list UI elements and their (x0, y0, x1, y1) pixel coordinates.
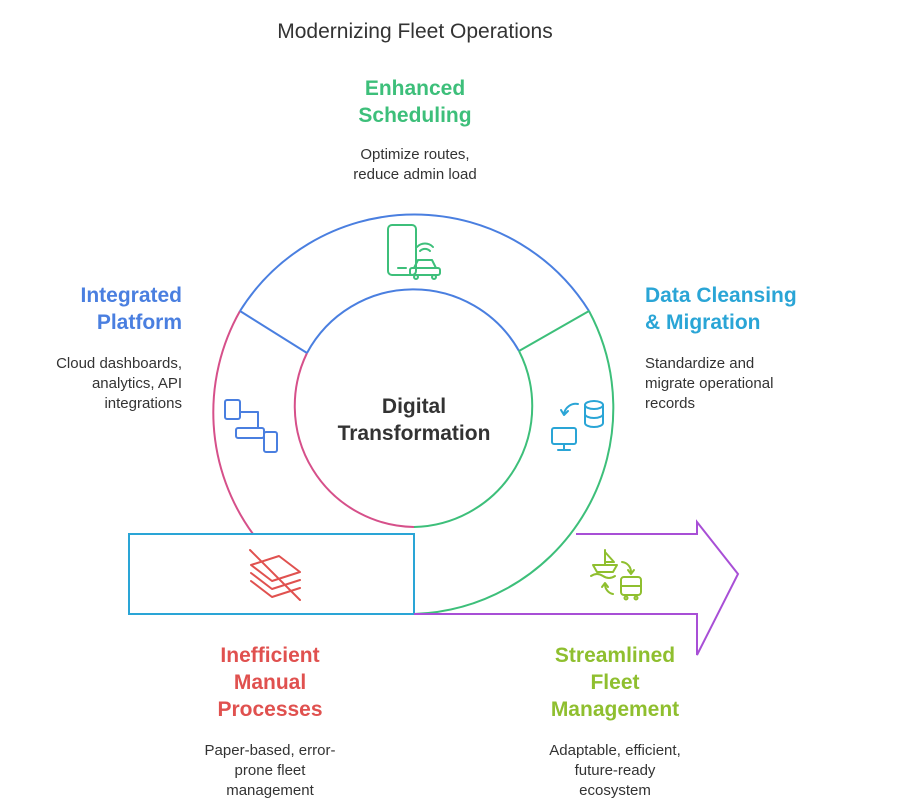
manual-processes-box (128, 533, 415, 615)
stage-scheduling: Enhanced Scheduling Optimize routes, red… (290, 75, 540, 185)
streamlined-heading-line3: Management (550, 698, 680, 721)
cleansing-heading-line1: Data Cleansing (645, 284, 797, 307)
center-line1: Digital (381, 395, 447, 418)
center-label: Digital Transformation (314, 393, 514, 447)
platform-heading-line1: Integrated (80, 284, 182, 307)
streamlined-heading-line1: Streamlined (554, 644, 676, 667)
center-line2: Transformation (337, 422, 491, 445)
divider-left (239, 310, 308, 354)
inner-arc-top (306, 288, 520, 354)
manual-heading-line2: Manual (233, 671, 307, 694)
streamlined-desc-line1: Adaptable, efficient, (549, 742, 681, 759)
stage-streamlined: Streamlined Fleet Management Adaptable, … (505, 642, 725, 801)
stage-platform: Integrated Platform Cloud dashboards, an… (22, 282, 182, 414)
ship-bus-icon (590, 549, 642, 601)
scheduling-desc: Optimize routes, reduce admin load (290, 145, 540, 185)
manual-desc: Paper-based, error- prone fleet manageme… (160, 741, 380, 801)
scheduling-heading-line1: Enhanced (364, 77, 466, 100)
ring-arc-cleansing (413, 310, 615, 615)
platform-desc-line3: integrations (104, 395, 182, 412)
manual-heading-line1: Inefficient (220, 644, 320, 667)
streamlined-heading: Streamlined Fleet Management (505, 642, 725, 723)
scheduling-desc-line1: Optimize routes, (360, 146, 470, 163)
stage-manual: Inefficient Manual Processes Paper-based… (160, 642, 380, 801)
scheduling-heading-line2: Scheduling (358, 104, 472, 127)
platform-desc: Cloud dashboards, analytics, API integra… (22, 354, 182, 414)
streamlined-heading-line2: Fleet (590, 671, 640, 694)
cleansing-desc: Standardize and migrate operational reco… (645, 354, 885, 414)
cleansing-desc-line3: records (645, 395, 696, 412)
ring-arc-platform-scheduling (239, 213, 590, 312)
streamlined-desc-line2: future-ready (574, 762, 656, 779)
manual-desc-line1: Paper-based, error- (204, 742, 336, 759)
platform-heading-line2: Platform (96, 311, 182, 334)
platform-desc-line2: analytics, API (91, 375, 182, 392)
manual-desc-line3: management (226, 782, 314, 799)
inner-arc-right (413, 350, 534, 528)
manual-heading: Inefficient Manual Processes (160, 642, 380, 723)
stage-cleansing: Data Cleansing & Migration Standardize a… (645, 282, 885, 414)
platform-desc-line1: Cloud dashboards, (56, 355, 182, 372)
cleansing-heading-line2: & Migration (645, 311, 761, 334)
inner-arc-left (293, 352, 415, 528)
crossed-paper-icon (249, 549, 301, 601)
ring-arc-platform (212, 310, 254, 535)
streamlined-arrow (414, 519, 740, 656)
devices-icon (224, 399, 278, 453)
cleansing-desc-line2: migrate operational (645, 375, 774, 392)
divider-right (518, 310, 590, 352)
manual-desc-line2: prone fleet (234, 762, 306, 779)
page-title: Modernizing Fleet Operations (277, 20, 553, 43)
streamlined-desc: Adaptable, efficient, future-ready ecosy… (505, 741, 725, 801)
scheduling-heading: Enhanced Scheduling (290, 75, 540, 129)
cleansing-heading: Data Cleansing & Migration (645, 282, 885, 336)
scheduling-desc-line2: reduce admin load (353, 166, 477, 183)
manual-heading-line3: Processes (217, 698, 323, 721)
streamlined-desc-line3: ecosystem (579, 782, 651, 799)
database-sync-icon (551, 400, 604, 451)
cleansing-desc-line1: Standardize and (645, 355, 755, 372)
platform-heading: Integrated Platform (22, 282, 182, 336)
phone-car-icon (387, 224, 441, 280)
